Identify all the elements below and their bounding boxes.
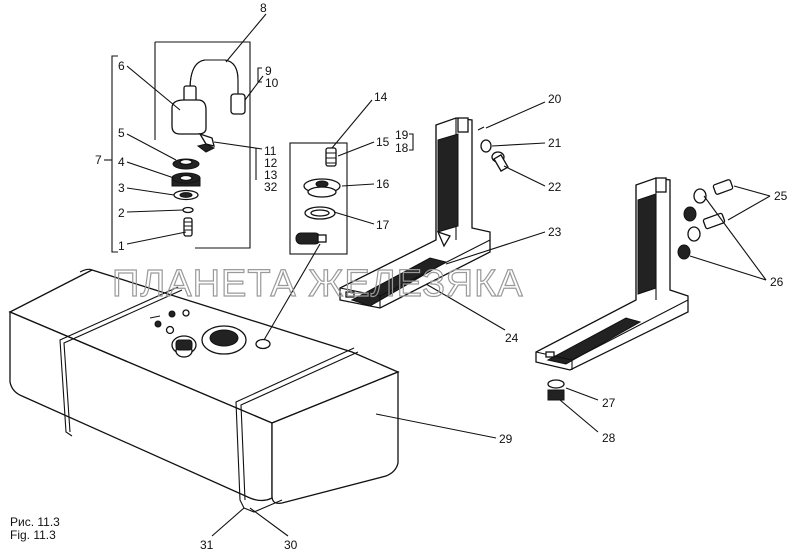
callout-labels: 1 2 3 4 5 6 7 8 9 10 11 12 13 32 14 15 1… bbox=[95, 1, 788, 552]
callout-10: 10 bbox=[265, 76, 279, 90]
callout-15: 15 bbox=[376, 135, 390, 149]
tank-bracket-right bbox=[535, 177, 734, 401]
callout-2: 2 bbox=[118, 206, 125, 220]
callout-19: 19 bbox=[395, 128, 409, 142]
callout-6: 6 bbox=[118, 59, 125, 73]
callout-25: 25 bbox=[774, 189, 788, 203]
callout-7: 7 bbox=[95, 153, 102, 167]
callout-20: 20 bbox=[548, 92, 562, 106]
callout-12: 12 bbox=[264, 156, 278, 170]
callout-1: 1 bbox=[118, 239, 125, 253]
callout-11: 11 bbox=[264, 144, 277, 158]
callout-5: 5 bbox=[118, 126, 125, 140]
sensor-assembly bbox=[289, 142, 348, 255]
callout-4: 4 bbox=[118, 155, 125, 169]
callout-22: 22 bbox=[548, 180, 562, 194]
callout-18: 18 bbox=[395, 141, 409, 155]
callout-17: 17 bbox=[376, 218, 390, 232]
figure-caption-en: Fig. 11.3 bbox=[10, 528, 56, 542]
watermark-text: ПЛАНЕТА ЖЕЛЕЗЯКА bbox=[112, 263, 524, 305]
callout-9: 9 bbox=[265, 64, 272, 78]
fuel-tank bbox=[8, 268, 400, 513]
callout-28: 28 bbox=[602, 431, 616, 445]
callout-27: 27 bbox=[602, 396, 616, 410]
callout-3: 3 bbox=[118, 181, 125, 195]
level-sender-assembly bbox=[104, 41, 251, 253]
callout-14: 14 bbox=[374, 90, 388, 104]
callout-24: 24 bbox=[505, 331, 519, 345]
callout-23: 23 bbox=[548, 225, 562, 239]
callout-8: 8 bbox=[260, 1, 267, 15]
tank-bracket-left bbox=[339, 117, 509, 309]
callout-16: 16 bbox=[376, 177, 390, 191]
leader-lines bbox=[126, 13, 771, 537]
callout-29: 29 bbox=[499, 432, 513, 446]
callout-13: 13 bbox=[264, 168, 278, 182]
callout-31: 31 bbox=[200, 538, 214, 552]
callout-30: 30 bbox=[284, 538, 298, 552]
figure-caption-ru: Рис. 11.3 bbox=[10, 515, 60, 529]
callout-32: 32 bbox=[264, 180, 278, 194]
callout-26: 26 bbox=[770, 275, 784, 289]
callout-21: 21 bbox=[548, 136, 562, 150]
